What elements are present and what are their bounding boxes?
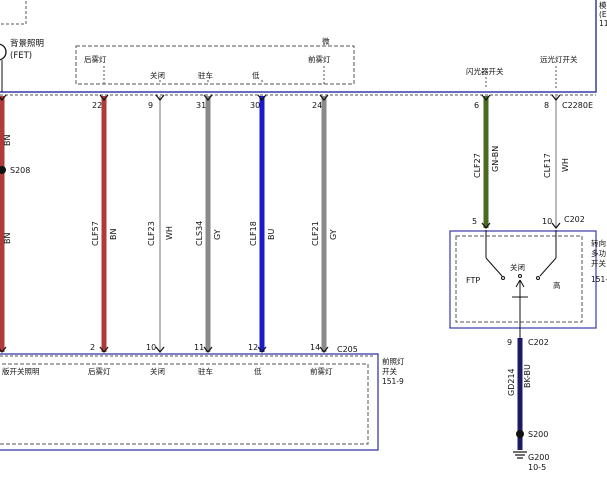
bottom-module-inner — [0, 363, 369, 445]
top-label-1: 关闭 — [150, 70, 165, 80]
wire-6-circuit: CLF27 — [473, 153, 482, 178]
splice-s200-label: S200 — [528, 430, 548, 439]
top-label-3: 低 — [252, 70, 260, 80]
multi-switch-inner — [455, 235, 583, 323]
bottom-label-3: 低 — [254, 366, 262, 376]
multi-switch-edge-2: 开关 — [591, 258, 606, 268]
wire-5-top-arrow — [319, 94, 329, 101]
switch-high-label: 高 — [553, 280, 561, 290]
top-edge-2: 11 — [599, 19, 607, 28]
wire-0-bottom-arrow — [0, 346, 7, 353]
wire-3-color: GY — [213, 229, 222, 240]
wire-5-pin-bottom: 14 — [310, 343, 320, 352]
wire-6-top-arrow — [481, 94, 491, 101]
wire-7-bottom-arrow — [551, 222, 561, 229]
wire-1-bottom-arrow — [99, 346, 109, 353]
wire-1-color: BN — [109, 229, 118, 240]
wire-3-bottom-arrow — [203, 346, 213, 353]
wire-6-color: GN-BN — [491, 146, 500, 172]
splice-s208-label: S208 — [10, 166, 30, 175]
wire-4-circuit: CLF18 — [249, 221, 258, 246]
bottom-title: 前照灯 — [382, 356, 405, 366]
wire-5-pin-top: 24 — [312, 101, 322, 110]
wire-7-color: WH — [561, 158, 570, 172]
bottom-connector: C205 — [337, 345, 358, 354]
wire-5-circuit: CLF21 — [311, 221, 320, 246]
wire-4-color: BU — [267, 229, 276, 240]
splice-s200-dot — [516, 430, 524, 438]
wire-5-color: GY — [329, 229, 338, 240]
wire-3-pin-bottom: 11 — [194, 343, 204, 352]
multi-switch-connector: C202 — [564, 215, 585, 224]
top-label-2: 驻车 — [198, 70, 213, 80]
ground-wire-circuit: GD214 — [507, 368, 516, 396]
wire-3-top-arrow — [203, 94, 213, 101]
multi-switch-border — [449, 230, 597, 329]
wire-2-bottom-arrow — [155, 346, 165, 353]
wire-0-top-arrow — [0, 94, 7, 101]
top-right-label-1: 远光灯开关 — [540, 54, 578, 64]
fet-symbol — [0, 43, 7, 61]
top-module-border — [0, 0, 597, 93]
wire-4-pin-top: 30 — [250, 101, 260, 110]
bottom-label-0: 后雾灯 — [88, 366, 111, 376]
wire-0-color-lower: BN — [3, 233, 12, 244]
wire-2-pin-bottom: 10 — [146, 343, 156, 352]
bottom-label-2: 驻车 — [198, 366, 213, 376]
bottom-ref: 151-9 — [382, 377, 404, 386]
top-left-sub: (FET) — [10, 51, 32, 61]
top-connector-label: C2280E — [562, 101, 593, 110]
wire-7-pin-bottom: 10 — [542, 217, 552, 226]
top-label-5: 微 — [322, 36, 330, 46]
ground-ref: 10-5 — [528, 463, 546, 472]
wire-4-top-arrow — [257, 94, 267, 101]
splice-s208-dot — [0, 166, 6, 174]
inner-switch-box — [75, 45, 355, 85]
wire-2-top-arrow — [155, 94, 165, 101]
wire-6-bottom-arrow — [481, 222, 491, 229]
wire-7-circuit: CLF17 — [543, 153, 552, 178]
bottom-label-1: 关闭 — [150, 366, 165, 376]
wire-6-pin-bottom: 5 — [472, 217, 477, 226]
wire-2-pin-top: 9 — [148, 101, 153, 110]
bottom-title2: 开关 — [382, 366, 397, 376]
wire-0-color-upper: BN — [3, 135, 12, 146]
wire-1-pin-top: 22 — [92, 101, 102, 110]
top-left-box — [0, 0, 27, 25]
wire-2-color: WH — [165, 226, 174, 240]
wire-5-bottom-arrow — [319, 346, 329, 353]
top-right-label-0: 闪光器开关 — [466, 66, 504, 76]
ground-wire-color: BK-BU — [523, 364, 532, 388]
wire-7-top-arrow — [551, 94, 561, 101]
multi-switch-edge-0: 转向 — [591, 238, 606, 248]
switch-off-label: 关闭 — [510, 262, 525, 272]
bottom-module-border — [0, 353, 379, 451]
switch-ftp-label: FTP — [466, 276, 480, 285]
wire-4-pin-bottom: 12 — [248, 343, 258, 352]
wire-7-pin-top: 8 — [544, 101, 549, 110]
wire-1-pin-bottom: 2 — [90, 343, 95, 352]
multi-switch-edge-3: 151- — [591, 275, 607, 284]
wire-1-circuit: CLF57 — [91, 221, 100, 246]
top-label-0: 后雾灯 — [84, 54, 107, 64]
top-left-label: 背景照明 — [10, 38, 44, 49]
bottom-left-label: 版开关照明 — [2, 366, 40, 376]
multi-switch-edge-1: 多功 — [591, 248, 606, 258]
top-edge-1: (E — [599, 10, 607, 19]
ground-out-pin: 9 — [507, 338, 512, 347]
wire-3-pin-top: 31 — [196, 101, 206, 110]
ground-out-connector: C202 — [528, 338, 549, 347]
bottom-label-4: 前雾灯 — [310, 366, 333, 376]
wire-4-bottom-arrow — [257, 346, 267, 353]
wire-3-circuit: CLS34 — [195, 221, 204, 246]
top-label-4: 前雾灯 — [308, 54, 331, 64]
wire-2-circuit: CLF23 — [147, 221, 156, 246]
ground-name: G200 — [528, 453, 549, 462]
wire-6-pin-top: 6 — [474, 101, 479, 110]
top-edge-0: 模 — [599, 0, 607, 10]
wire-1-top-arrow — [99, 94, 109, 101]
